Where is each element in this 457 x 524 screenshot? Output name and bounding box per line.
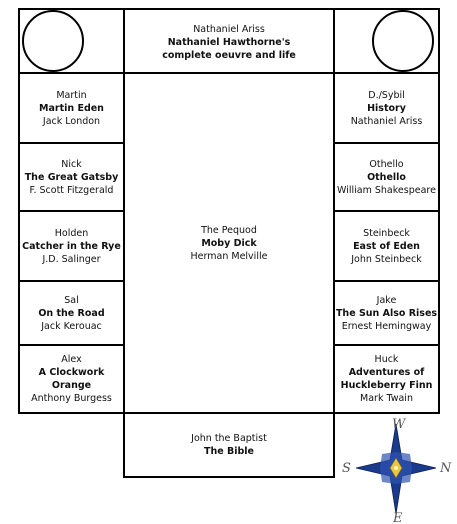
right-box-3: Steinbeck East of Eden John Steinbeck [333, 210, 440, 282]
left-3-author: J.D. Salinger [42, 253, 101, 265]
left-5-title: A Clockwork Orange [38, 367, 105, 391]
left-3-character: Holden [54, 227, 89, 239]
right-5-character: Huck [374, 354, 399, 365]
left-1-title: Martin Eden [39, 102, 104, 114]
top-box: Nathaniel Ariss Nathaniel Hawthorne's co… [123, 8, 335, 74]
compass-south-label: E [392, 511, 403, 524]
right-1-author: Nathaniel Ariss [350, 115, 423, 127]
left-box-5: Alex A Clockwork Orange Anthony Burgess [18, 344, 125, 414]
right-2-title: Othello [367, 171, 406, 183]
left-1-character: Martin [56, 89, 87, 101]
right-box-4: Jake The Sun Also Rises Ernest Hemingway [333, 280, 440, 346]
compass-north-label: W [392, 417, 407, 432]
right-3-character: Steinbeck [363, 227, 410, 239]
center-box: The Pequod Moby Dick Herman Melville [123, 72, 335, 414]
bottom-character: John the Baptist [191, 433, 267, 444]
left-2-character: Nick [61, 158, 82, 170]
right-2-author: William Shakespeare [337, 184, 436, 196]
left-4-character: Sal [64, 294, 79, 306]
left-5-author: Anthony Burgess [31, 393, 112, 404]
bottom-box: John the Baptist The Bible [123, 412, 335, 478]
left-4-title: On the Road [38, 307, 105, 319]
left-5-character: Alex [61, 354, 82, 365]
left-2-author: F. Scott Fitzgerald [29, 184, 114, 196]
right-box-1: D./Sybil History Nathaniel Ariss [333, 72, 440, 144]
center-title: Moby Dick [201, 237, 257, 249]
right-box-5: Huck Adventures of Huckleberry Finn Mark… [333, 344, 440, 414]
right-4-character: Jake [376, 294, 397, 306]
center-character: The Pequod [201, 224, 257, 236]
left-box-3: Holden Catcher in the Rye J.D. Salinger [18, 210, 125, 282]
right-box-2: Othello Othello William Shakespeare [333, 142, 440, 212]
left-box-2: Nick The Great Gatsby F. Scott Fitzgeral… [18, 142, 125, 212]
right-1-title: History [367, 102, 406, 114]
center-author: Herman Melville [190, 250, 268, 262]
right-5-title: Adventures of Huckleberry Finn [340, 367, 433, 391]
right-3-author: John Steinbeck [351, 253, 422, 265]
top-right-circle [372, 10, 434, 72]
right-1-character: D./Sybil [368, 89, 405, 101]
top-title: Nathaniel Hawthorne's complete oeuvre an… [162, 36, 296, 61]
left-4-author: Jack Kerouac [41, 320, 102, 332]
bottom-title: The Bible [204, 446, 254, 457]
left-2-title: The Great Gatsby [24, 171, 119, 183]
left-box-4: Sal On the Road Jack Kerouac [18, 280, 125, 346]
left-box-1: Martin Martin Eden Jack London [18, 72, 125, 144]
right-2-character: Othello [369, 158, 404, 170]
left-3-title: Catcher in the Rye [22, 240, 121, 252]
top-left-circle [22, 10, 84, 72]
compass-east-label: N [439, 461, 452, 476]
right-4-title: The Sun Also Rises [335, 307, 438, 319]
compass-rose-icon: W E S N [342, 417, 452, 524]
right-4-author: Ernest Hemingway [341, 320, 432, 332]
right-3-title: East of Eden [353, 240, 420, 252]
top-character: Nathaniel Ariss [193, 23, 265, 35]
compass-west-label: S [342, 461, 351, 476]
left-1-author: Jack London [42, 115, 101, 127]
compass-center-dot [394, 466, 398, 470]
right-5-author: Mark Twain [360, 393, 413, 404]
